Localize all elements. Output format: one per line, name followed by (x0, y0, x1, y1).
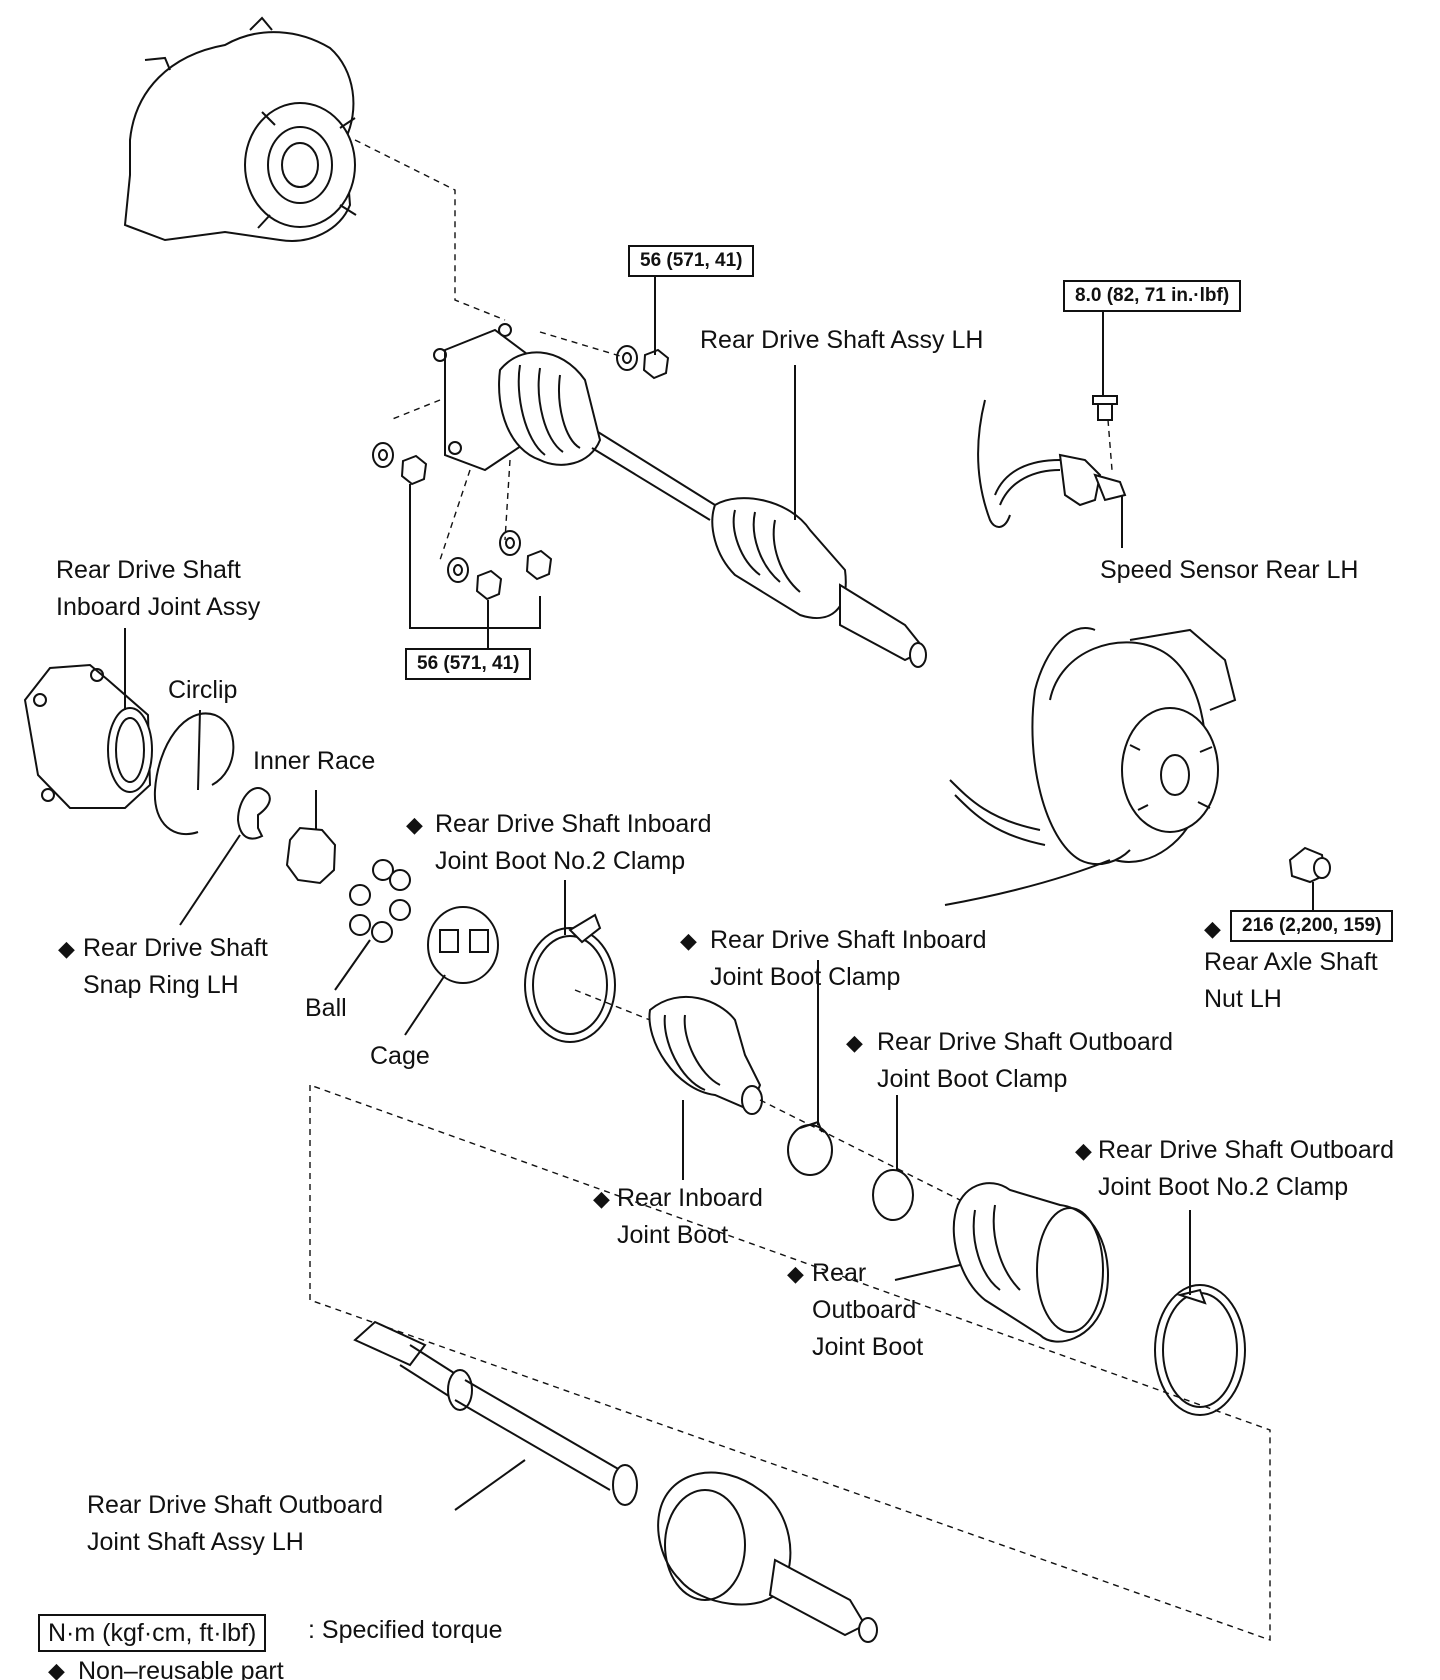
label-cage: Cage (370, 1042, 430, 1070)
label-speed-sensor: Speed Sensor Rear LH (1100, 556, 1359, 584)
inboard-boot-clamp (787, 1124, 833, 1176)
balls (349, 859, 411, 943)
torque-box-speed-sensor-bolt: 8.0 (82, 71 in.·lbf) (1063, 280, 1242, 312)
axle-nut (1288, 846, 1331, 884)
label-outboard-boot-clamp-line1: Rear Drive Shaft Outboard (877, 1028, 1173, 1056)
torque-box-flange-nuts-bottom: 56 (571, 41) (405, 648, 532, 680)
non-reusable-mark-outboard-boot: ◆ (787, 1261, 804, 1286)
inboard-boot (648, 995, 763, 1115)
outboard-boot-clamp (872, 1169, 914, 1221)
non-reusable-mark-axle-nut: ◆ (1204, 916, 1221, 941)
flange-washers-nuts (372, 345, 670, 601)
non-reusable-mark-inboard-boot: ◆ (593, 1186, 610, 1211)
non-reusable-mark-inboard-no2-clamp: ◆ (406, 812, 423, 837)
non-reusable-mark-outboard-no2-clamp: ◆ (1075, 1138, 1092, 1163)
label-outboard-boot-line1: Rear (812, 1259, 867, 1287)
label-inboard-no2-clamp-line2: Joint Boot No.2 Clamp (435, 847, 686, 875)
legend-torque-unit-box: N·m (kgf·cm, ft·lbf) (38, 1614, 267, 1652)
label-inboard-boot-clamp-line1: Rear Drive Shaft Inboard (710, 926, 987, 954)
label-axle-nut-line1: Rear Axle Shaft (1204, 948, 1378, 976)
label-rear-drive-shaft-assy: Rear Drive Shaft Assy LH (700, 326, 984, 354)
label-outboard-no2-clamp-line1: Rear Drive Shaft Outboard (1098, 1136, 1394, 1164)
rear-axle-hub (944, 627, 1237, 906)
speed-sensor (977, 395, 1127, 528)
non-reusable-mark-snap-ring: ◆ (58, 936, 75, 961)
torque-box-axle-nut: 216 (2,200, 159) (1230, 910, 1394, 942)
outboard-no2-clamp (1154, 1284, 1246, 1416)
label-outboard-boot-clamp-line2: Joint Boot Clamp (877, 1065, 1068, 1093)
outboard-joint-shaft (353, 1320, 878, 1643)
label-ball: Ball (305, 994, 347, 1022)
label-circlip: Circlip (168, 676, 238, 704)
legend-torque-description: : Specified torque (308, 1616, 503, 1644)
rear-drive-shaft-assy (433, 323, 927, 668)
label-outboard-shaft-line2: Joint Shaft Assy LH (87, 1528, 304, 1556)
label-inboard-joint-assy-line1: Rear Drive Shaft (56, 556, 241, 584)
inner-race (285, 826, 337, 885)
label-axle-nut-line2: Nut LH (1204, 985, 1282, 1013)
snap-ring (236, 787, 271, 840)
circlip (153, 712, 235, 836)
label-inboard-boot-clamp-line2: Joint Boot Clamp (710, 963, 901, 991)
legend-non-reusable-text: Non–reusable part (78, 1657, 284, 1680)
label-inboard-no2-clamp-line1: Rear Drive Shaft Inboard (435, 810, 712, 838)
label-outboard-boot-line2: Outboard (812, 1296, 917, 1324)
label-snap-ring-line2: Snap Ring LH (83, 971, 239, 999)
inboard-joint-housing (23, 663, 153, 809)
non-reusable-mark-outboard-boot-clamp: ◆ (846, 1030, 863, 1055)
torque-box-flange-nuts-top: 56 (571, 41) (628, 245, 755, 277)
label-outboard-no2-clamp-line2: Joint Boot No.2 Clamp (1098, 1173, 1349, 1201)
label-inboard-boot-line2: Joint Boot (617, 1221, 729, 1249)
cage (427, 906, 499, 984)
legend-non-reusable-mark: ◆ (48, 1658, 65, 1680)
label-outboard-shaft-line1: Rear Drive Shaft Outboard (87, 1491, 383, 1519)
label-inner-race: Inner Race (253, 747, 376, 775)
label-outboard-boot-line3: Joint Boot (812, 1333, 924, 1361)
differential-carrier (123, 16, 357, 242)
label-inboard-boot-line1: Rear Inboard (617, 1184, 763, 1212)
non-reusable-mark-inboard-boot-clamp: ◆ (680, 928, 697, 953)
outboard-boot (952, 1182, 1109, 1343)
label-snap-ring-line1: Rear Drive Shaft (83, 934, 268, 962)
label-inboard-joint-assy-line2: Inboard Joint Assy (56, 593, 261, 621)
inboard-no2-clamp (524, 913, 616, 1043)
